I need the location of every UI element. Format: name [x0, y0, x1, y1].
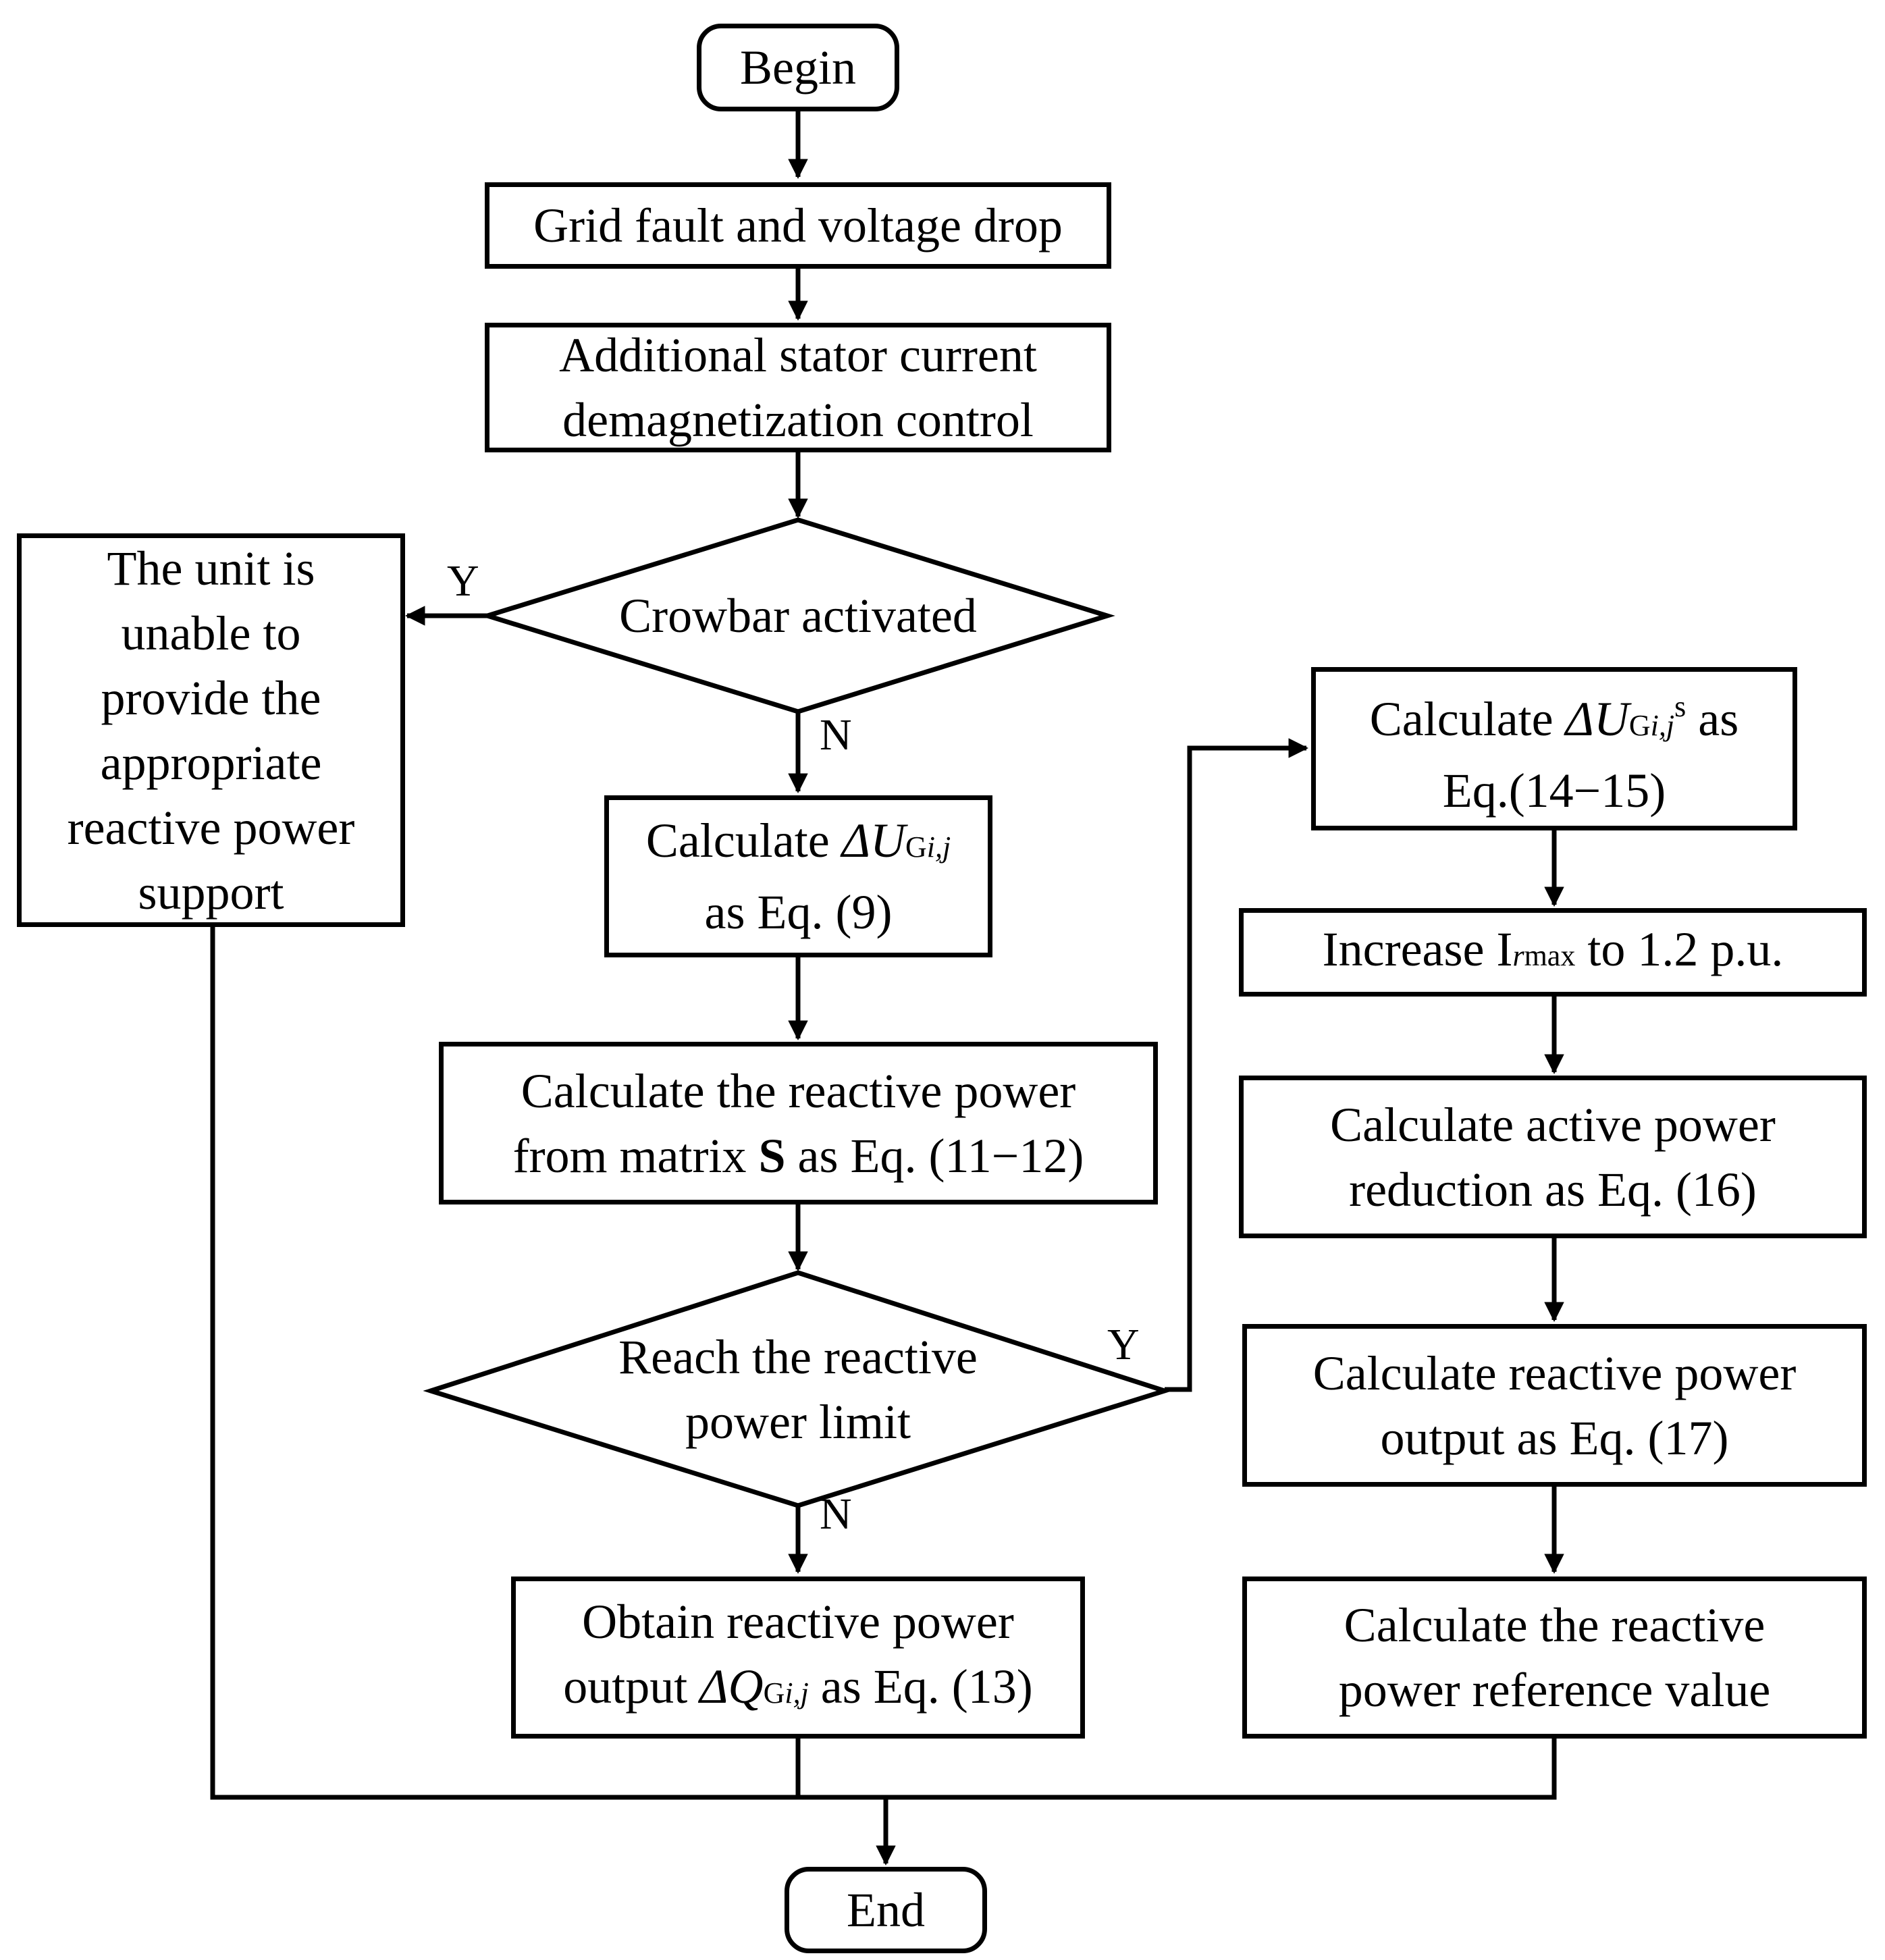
calc-delta-us-suffix: as [1686, 692, 1739, 746]
unable-label-line1: The unit is [107, 541, 315, 595]
irmax-subscript-max: max [1524, 938, 1576, 972]
irmax-subscript-r: r [1512, 938, 1524, 972]
delta-u-subscript-g: G [905, 830, 927, 864]
delta-q-subscript-g: G [763, 1676, 785, 1710]
delta-us-symbol: ΔU [1565, 692, 1629, 746]
unable-label-line6: support [138, 865, 284, 920]
calc-reactive-power-line1: Calculate the reactive power [521, 1063, 1076, 1118]
reactive-output-line2: output as Eq. (17) [1380, 1410, 1729, 1465]
delta-u-subscript-ij: i,j [926, 830, 951, 864]
calc-reactive-power-box: Calculate the reactive power from matrix… [439, 1042, 1158, 1204]
calc-delta-us-line1: Calculate ΔUGi,js as [1370, 674, 1738, 758]
calc-q-text-a: from matrix [512, 1128, 759, 1183]
increase-irmax-label: Increase Irmax to 1.2 p.u. [1323, 917, 1784, 988]
increase-irmax-box: Increase Irmax to 1.2 p.u. [1239, 908, 1867, 997]
crowbar-decision-text: Crowbar activated [555, 582, 1041, 650]
delta-u-symbol: ΔU [841, 814, 905, 868]
reactive-power-output-box: Calculate reactive power output as Eq. (… [1242, 1324, 1867, 1487]
begin-terminal: Begin [697, 24, 899, 111]
unable-label-line2: unable to [121, 606, 301, 660]
obtain-line2: output ΔQGi,j as Eq. (13) [563, 1654, 1032, 1726]
calc-delta-u-box: Calculate ΔUGi,j as Eq. (9) [604, 795, 992, 957]
crowbar-no-label: N [820, 710, 852, 760]
delta-us-subscript-ij: i,j [1650, 709, 1675, 742]
unable-label-line5: reactive power [67, 800, 355, 855]
demagnetization-label-line1: Additional stator current [559, 328, 1037, 382]
grid-fault-label: Grid fault and voltage drop [533, 198, 1063, 253]
calc-q-text-c: as Eq. (11−12) [785, 1128, 1084, 1183]
calc-delta-us-line2: Eq.(14−15) [1442, 764, 1666, 818]
limit-decision-text: Reach the reactive power limit [548, 1322, 1048, 1457]
reference-line2: power reference value [1338, 1663, 1771, 1717]
limit-label-line1: Reach the reactive [618, 1330, 978, 1384]
calc-delta-us-box: Calculate ΔUGi,js as Eq.(14−15) [1311, 667, 1797, 830]
grid-fault-box: Grid fault and voltage drop [485, 182, 1111, 269]
reference-line1: Calculate the reactive [1344, 1598, 1765, 1652]
delta-q-subscript-ij: i,j [785, 1676, 809, 1710]
active-power-line2: reduction as Eq. (16) [1349, 1162, 1757, 1217]
limit-yes-label: Y [1107, 1320, 1140, 1369]
crowbar-label: Crowbar activated [619, 589, 977, 643]
active-power-line1: Calculate active power [1330, 1097, 1776, 1152]
obtain-line1: Obtain reactive power [582, 1595, 1014, 1649]
delta-us-superscript-s: s [1674, 690, 1687, 723]
demagnetization-label-line2: demagnetization control [562, 393, 1034, 447]
limit-no-label: N [820, 1489, 852, 1539]
reactive-output-line1: Calculate reactive power [1312, 1346, 1797, 1400]
calc-reactive-power-line2: from matrix S as Eq. (11−12) [513, 1123, 1084, 1188]
end-terminal: End [785, 1867, 987, 1953]
end-label: End [847, 1883, 925, 1937]
limit-label-line2: power limit [685, 1395, 911, 1449]
unable-label-line4: appropriate [100, 735, 322, 790]
delta-us-subscript-g: G [1628, 709, 1651, 742]
calc-delta-us-prefix: Calculate [1369, 692, 1566, 746]
calc-delta-u-line1: Calculate ΔUGi,j [646, 808, 951, 880]
begin-label: Begin [740, 41, 856, 95]
crowbar-yes-label: Y [447, 556, 479, 606]
matrix-s-symbol: S [758, 1128, 786, 1183]
calc-delta-u-prefix: Calculate [645, 814, 842, 868]
reactive-reference-box: Calculate the reactive power reference v… [1242, 1577, 1867, 1739]
obtain-text-a: output [563, 1660, 700, 1714]
unable-support-box: The unit is unable to provide the approp… [17, 533, 405, 927]
unable-label-line3: provide the [101, 670, 321, 725]
calc-delta-u-line2: as Eq. (9) [704, 885, 893, 939]
delta-q-symbol: ΔQ [699, 1660, 764, 1714]
increase-suffix: to 1.2 p.u. [1575, 922, 1784, 976]
demagnetization-box: Additional stator current demagnetizatio… [485, 323, 1111, 452]
arrow-limit-yes [1165, 738, 1308, 1392]
increase-prefix: Increase I [1322, 922, 1513, 976]
active-power-reduction-box: Calculate active power reduction as Eq. … [1239, 1076, 1867, 1238]
obtain-reactive-power-box: Obtain reactive power output ΔQGi,j as E… [511, 1577, 1085, 1739]
obtain-text-b: as Eq. (13) [808, 1660, 1033, 1714]
